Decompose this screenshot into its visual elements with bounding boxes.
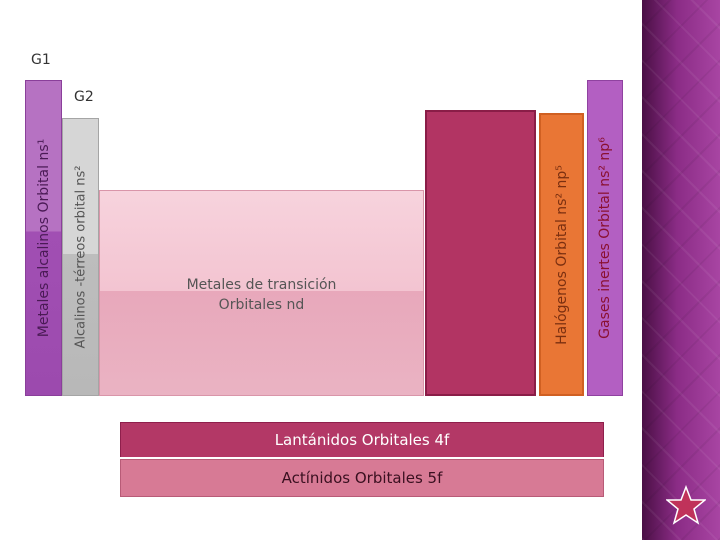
alkali-metals-label: Metales alcalinos Orbital ns¹	[35, 138, 52, 338]
transition-orbital: Orbitales nd	[218, 297, 305, 313]
bar-divider	[120, 457, 604, 460]
transition-title: Metales de transición	[186, 277, 337, 293]
actinides-label: Actínidos Orbitales 5f	[281, 469, 443, 487]
lanthanides-label: Lantánidos Orbitales 4f	[274, 431, 450, 449]
group-label-g2: G2	[74, 89, 94, 105]
halogens-label: Halógenos Orbital ns² np⁵	[553, 164, 570, 345]
star-icon	[666, 485, 706, 525]
halogens-column: Halógenos Orbital ns² np⁵	[539, 113, 584, 396]
alkali-metals-column: Metales alcalinos Orbital ns¹	[25, 80, 62, 396]
noble-gases-label: Gases inertes Orbital ns² np⁶	[597, 137, 613, 339]
alkaline-earth-column: Alcalinos -térreos orbital ns²	[62, 118, 99, 396]
alkaline-earth-label: Alcalinos -térreos orbital ns²	[73, 165, 88, 349]
p-block-column	[425, 110, 536, 396]
decorative-side-panel	[642, 0, 720, 540]
lanthanides-bar: Lantánidos Orbitales 4f	[120, 422, 604, 458]
actinides-bar: Actínidos Orbitales 5f	[120, 459, 604, 497]
noble-gases-column: Gases inertes Orbital ns² np⁶	[587, 80, 623, 396]
group-label-g1: G1	[31, 52, 51, 68]
transition-metals-block: Metales de transición Orbitales nd	[99, 190, 424, 396]
